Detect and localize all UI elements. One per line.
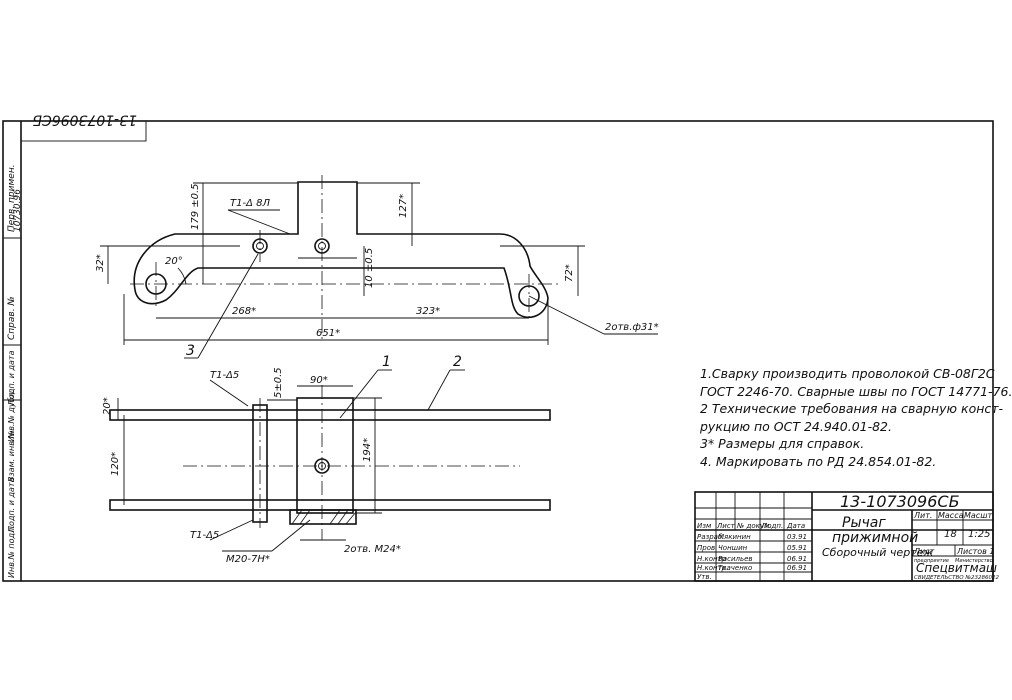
tb-scale-value: 1:25 xyxy=(968,529,990,540)
tb-sheet-label: Лист xyxy=(913,547,935,556)
rotated-code-box xyxy=(20,120,147,142)
tb-mass-label: Масса xyxy=(938,511,964,520)
weld-mid-leader xyxy=(209,379,249,407)
dim-20deg-arc xyxy=(177,267,187,285)
dim-m24-label: 2отв. М24* xyxy=(344,544,401,555)
callout-1-label: 1 xyxy=(382,354,391,370)
weld-bot-label: Т1-Δ5 xyxy=(190,530,219,541)
weld-bot-leader xyxy=(209,519,254,541)
tb-row-utv: Утв. xyxy=(697,573,712,581)
bottom-margin-label-4: Инв.№ дубл. xyxy=(7,390,16,442)
tb-org-name: Спецвитмаш xyxy=(916,561,997,575)
note-line-5: 3* Размеры для справок. xyxy=(700,436,865,451)
tb-hdr-list: Лист xyxy=(716,522,736,530)
tb-date-3: 06.91 xyxy=(787,555,807,563)
tb-sheets-label: Листов 1 xyxy=(956,547,995,556)
tb-name-razrab: Мякинин xyxy=(718,533,751,541)
dim-268-label: 268* xyxy=(232,306,256,317)
callout-2-leader xyxy=(427,369,451,411)
dim-179-label: 179 ±0.5 xyxy=(190,183,201,230)
dim-10-label: 10 ±0.5 xyxy=(364,248,375,288)
side-label-perv: Перв. примен. xyxy=(7,164,17,232)
tb-name-prov: Чоншин xyxy=(718,544,748,552)
tb-row-tkontr: Н.контр xyxy=(697,555,727,563)
tb-org-small-1: Министерство xyxy=(955,558,993,564)
rotated-doc-code: 13-1073096СБ xyxy=(32,111,137,127)
bottom-margin-label-1: Инв.№ подл. xyxy=(7,525,16,578)
callout-3-leader xyxy=(197,253,259,359)
note-line-6: 4. Маркировать по РД 24.854.01-82. xyxy=(700,453,937,469)
dim-20-label: 20* xyxy=(102,397,113,415)
dim-5-label: 5±0.5 xyxy=(273,367,284,398)
tb-scale-label: Масшт. xyxy=(964,511,995,520)
tb-date-2: 05.91 xyxy=(787,544,807,552)
weld-top-label: Т1-Δ 8Л xyxy=(230,198,270,209)
note-line-1: 1.Сварку производить проволокой СВ-08Г2С xyxy=(700,366,995,381)
tb-hdr-data: Дата xyxy=(786,522,805,530)
tb-row-razrab: Разраб. xyxy=(697,533,725,541)
m20-leader xyxy=(271,519,311,552)
technical-notes: 1.Сварку производить проволокой СВ-08Г2С… xyxy=(700,365,1012,470)
callout-2-label: 2 xyxy=(453,354,462,370)
tb-date-1: 03.91 xyxy=(787,533,807,541)
tb-name-3: Сборочный чертеж xyxy=(822,546,933,559)
holes-label: 2отв.ф31* xyxy=(605,322,659,333)
title-block: 13-1073096СБ Рычаг прижимной Сборочный ч… xyxy=(694,491,1000,582)
sheet-frame xyxy=(2,120,994,582)
tb-name-nkontr: Васильев xyxy=(718,555,753,563)
dim-120-label: 120* xyxy=(110,452,121,476)
callout-1-leader xyxy=(339,369,379,419)
dim-323-label: 323* xyxy=(416,306,440,317)
plate-lower xyxy=(109,499,551,511)
plate-upper xyxy=(109,409,551,421)
tb-code: 13-1073096СБ xyxy=(840,492,960,511)
tb-mass-value: 18 xyxy=(944,529,957,540)
note-line-4: рукцию по ОСТ 24.940.01-82. xyxy=(700,418,892,434)
nut-section xyxy=(289,509,357,525)
weld-mid-label: Т1-Δ5 xyxy=(210,370,239,381)
tb-org-small-2: предприятие xyxy=(914,558,949,564)
side-label-sprav: Справ. № xyxy=(7,296,17,340)
dim-32-label: 32* xyxy=(95,254,106,272)
dim-651-label: 651* xyxy=(316,328,340,339)
tb-row-nkontr: Н.контр. xyxy=(697,564,728,572)
holes-leader xyxy=(528,295,605,335)
tb-lit-label: Лит. xyxy=(913,511,932,520)
tb-date-4: 06.91 xyxy=(787,564,807,572)
tb-hdr-podp: Подп. xyxy=(762,522,783,530)
side-label-code: 10730.96 xyxy=(13,189,23,232)
weld-top-leader xyxy=(227,209,291,235)
tb-hdr-ndok: № докум. xyxy=(736,522,772,530)
tb-name-tkontr: Ткаченко xyxy=(718,564,752,572)
dim-194-label: 194* xyxy=(362,438,373,462)
m20-label: М20-7Н* xyxy=(226,554,270,565)
note-line-3: 2 Технические требования на сварную конс… xyxy=(700,401,1004,416)
note-line-2: ГОСТ 2246-70. Сварные швы по ГОСТ 14771-… xyxy=(700,383,1012,399)
boss-block xyxy=(296,397,354,514)
bottom-margin-label-5: Подп. и дата xyxy=(7,350,16,405)
tb-name-1: Рычаг xyxy=(842,515,886,531)
tb-org-cert: СВИДЕТЕЛЬСТВО №23286022 xyxy=(914,575,1000,581)
bottom-margin-label-3: Взам. инв.№ xyxy=(7,430,16,482)
top-view: 179 ±0.5 127* 32* 20° 10 ±0.5 72* 268* 3… xyxy=(95,175,659,359)
callout-3-label: 3 xyxy=(186,343,195,359)
lever-outline xyxy=(133,181,549,319)
bottom-margin-label-2: Подп. и дата xyxy=(7,477,16,532)
dim-90-label: 90* xyxy=(310,375,328,386)
tb-row-prov: Пров. xyxy=(697,544,717,552)
tb-name-2: прижимной xyxy=(832,530,918,546)
front-view: 90* 5±0.5 20* 120* 194* 2отв. М24* Т1-Δ5… xyxy=(102,354,551,565)
dim-127-label: 127* xyxy=(398,194,409,218)
title-block-frame xyxy=(694,491,994,582)
dim-20deg-label: 20° xyxy=(165,256,183,267)
dim-72-label: 72* xyxy=(564,264,575,282)
tb-hdr-izm: Изм xyxy=(697,522,712,530)
